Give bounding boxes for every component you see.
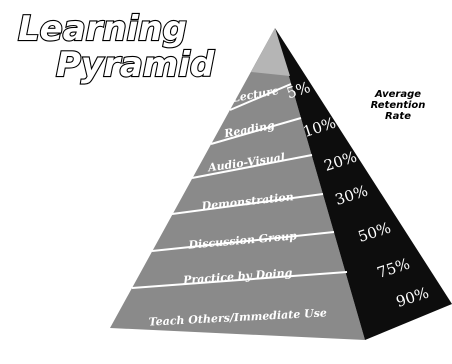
divider-line xyxy=(171,193,324,215)
title-line-2: Pyramid xyxy=(56,45,215,85)
title-block: Learning Pyramid xyxy=(17,8,216,86)
divider-line xyxy=(229,83,292,111)
layer-dividers xyxy=(131,83,348,289)
divider-line xyxy=(151,231,335,252)
retention-note-line-3: Rate xyxy=(385,111,411,122)
divider-line xyxy=(131,271,348,289)
pyramid-apex-cap xyxy=(251,28,290,76)
pyramid-side-face xyxy=(275,28,452,340)
retention-rate-note: Average Retention Rate xyxy=(371,89,426,122)
divider-line xyxy=(191,154,313,179)
retention-note-line-1: Average xyxy=(374,89,421,100)
divider-line xyxy=(210,117,302,145)
pyramid-front-face xyxy=(110,28,365,340)
title-line-1: Learning xyxy=(18,9,187,49)
retention-note-line-2: Retention xyxy=(371,100,426,111)
